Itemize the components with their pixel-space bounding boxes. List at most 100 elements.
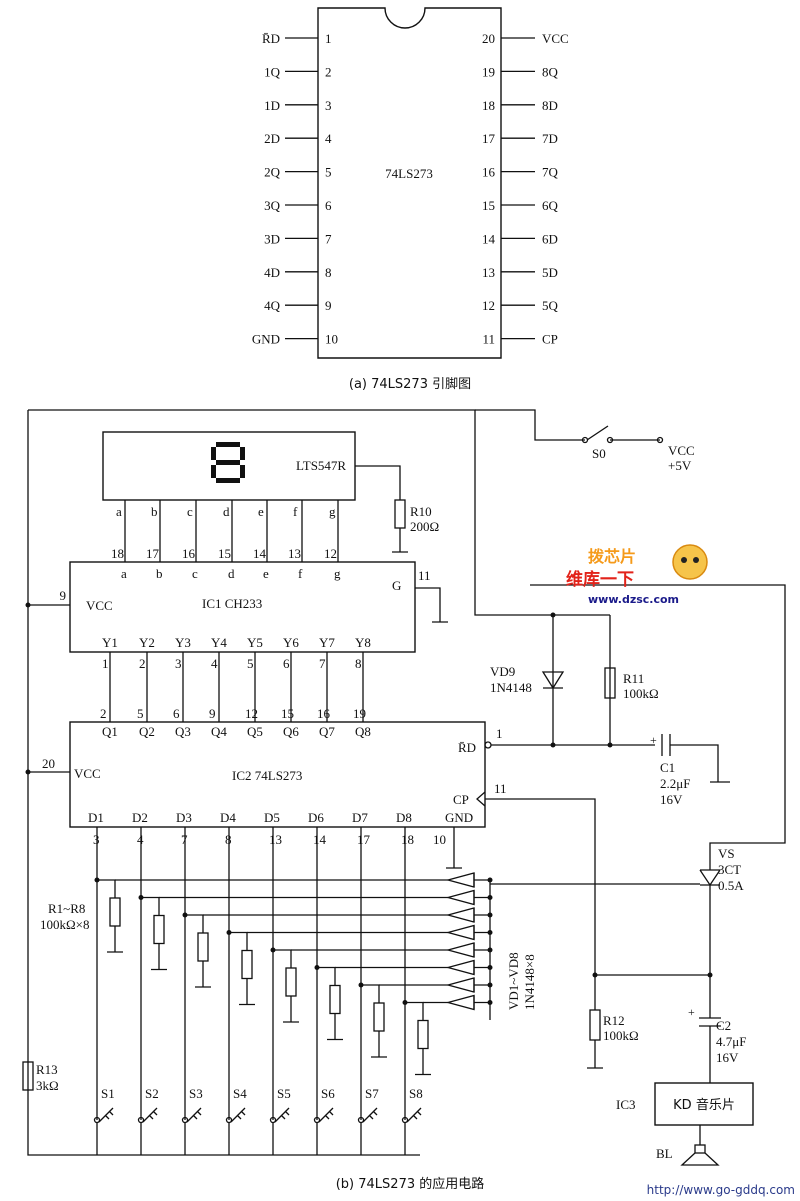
watermark-url: www.dzsc.com (588, 593, 679, 606)
ic2-q-label: Q2 (139, 724, 155, 739)
display-segment-label: f (293, 504, 298, 519)
capacitor-c1: + (650, 733, 730, 783)
ic2-q-pin-number: 19 (353, 706, 366, 721)
ic1-output-label: Y8 (355, 635, 371, 650)
caption-b: (b) 74LS273 的应用电路 (336, 1176, 485, 1192)
ic1-label: IC1 CH233 (202, 596, 262, 611)
ic2-q-pin-number: 15 (281, 706, 294, 721)
switch-contact (137, 1116, 145, 1124)
ic3-name: IC3 (616, 1097, 636, 1112)
ic2-q-label: Q1 (102, 724, 118, 739)
ic1-output-pin-number: 5 (247, 656, 254, 671)
resistor-r12 (589, 1009, 601, 1041)
r10-value: 200Ω (410, 519, 439, 534)
resistor-r11 (604, 667, 616, 699)
ic2-q-label: Q7 (319, 724, 335, 739)
pinout-left-pin-number: 9 (325, 298, 332, 313)
switch-label: S8 (409, 1086, 423, 1101)
switch-label: S4 (233, 1086, 247, 1101)
ic2-q-label: Q8 (355, 724, 371, 739)
ground-symbol (415, 1048, 431, 1076)
pinout-right-pin-number: 13 (482, 265, 495, 280)
pulldown-wire (317, 966, 336, 986)
r12-value: 100kΩ (603, 1028, 639, 1043)
mascot-icon (672, 544, 708, 580)
r13-value: 3kΩ (36, 1078, 59, 1093)
ic1-vcc-pin: 9 (60, 588, 67, 603)
diode-cathode (473, 943, 490, 957)
pinout-chip-label: 74LS273 (385, 166, 433, 181)
ic2-rd-pin: 1 (496, 726, 503, 741)
switch-label: S5 (277, 1086, 291, 1101)
push-switch-icon (274, 1107, 290, 1123)
pinout-caption: (a) 74LS273 引脚图 (349, 376, 471, 392)
pinout-left-pin-number: 8 (325, 265, 332, 280)
diode-triangle (445, 942, 475, 958)
pinout-left-pin-label: R̄D (262, 31, 280, 46)
pinout-chip-body (317, 7, 502, 359)
pinout-left-pin-number: 10 (325, 332, 338, 347)
pinout-right-pins: VCC208Q198D187D177Q166Q156D145D135Q12CP1… (482, 31, 569, 347)
pinout-right-pin-label: 8D (542, 98, 558, 113)
ground-symbol (151, 943, 167, 971)
ic2-d-label: D7 (352, 810, 368, 825)
diode-triangle (445, 889, 475, 906)
ic2-q-pin-number: 12 (245, 706, 258, 721)
pulldown-resistor (153, 914, 165, 945)
ic2-q-pin-number: 9 (209, 706, 216, 721)
ic2-d-pin-number: 18 (401, 832, 414, 847)
switch-label: S6 (321, 1086, 335, 1101)
push-switch-icon (362, 1107, 378, 1123)
c1-value: 2.2μF (660, 776, 690, 791)
watermark-text-main: 维库一下 (566, 569, 634, 590)
pinout-left-pin-label: 2D (264, 131, 280, 146)
pinout-right-pin-number: 18 (482, 98, 495, 113)
pinout-right-pin-label: 5D (542, 265, 558, 280)
push-switch-icon (230, 1107, 246, 1123)
switch-contact (357, 1116, 365, 1124)
push-switch-icon (406, 1107, 422, 1123)
c2-label: C2 (716, 1018, 731, 1033)
switch-contact (313, 1116, 321, 1124)
trigger-network: R12 100kΩ VS 3CT 0.5A + C2 4.7μF 16V KD … (485, 798, 754, 1166)
ic1-output-pin-number: 1 (102, 656, 109, 671)
ic2-vcc-pin: 20 (42, 756, 55, 771)
ic2-d-pin-number: 8 (225, 832, 232, 847)
pulldown-resistor (329, 984, 341, 1015)
r10-label: R10 (410, 504, 432, 519)
svg-text:+: + (688, 1005, 695, 1019)
diode-cathode (473, 890, 490, 905)
pinout-right-pin-number: 12 (482, 298, 495, 313)
speaker-icon (680, 1144, 720, 1166)
pinout-left-pin-label: 3D (264, 231, 280, 246)
ic2-q-label: Q5 (247, 724, 263, 739)
c2-voltage: 16V (716, 1050, 739, 1065)
display-segment-label: d (223, 504, 230, 519)
pulldown-resistor (373, 1002, 385, 1032)
display-label: LTS547R (296, 458, 346, 473)
ic1-input-label: d (228, 566, 235, 581)
ic1-output-label: Y5 (247, 635, 263, 650)
switch-contact (269, 1116, 277, 1124)
pinout-right-pin-number: 15 (482, 198, 495, 213)
watermark-text-top: 拨芯片 (588, 547, 636, 566)
pinout-right-pin-number: 17 (482, 131, 496, 146)
vcc-value: +5V (668, 458, 692, 473)
ic1-output-label: Y3 (175, 635, 191, 650)
ic1-output-pin-number: 8 (355, 656, 362, 671)
ic2-q-label: Q6 (283, 724, 299, 739)
pinout-right-pin-number: 16 (482, 165, 496, 180)
ic2-gnd-pin: 10 (433, 832, 446, 847)
diode-cathode (473, 925, 490, 940)
ic2-d-label: D6 (308, 810, 324, 825)
pulldown-wire (273, 949, 292, 968)
ic2-q-label: Q4 (211, 724, 227, 739)
ground-symbol (283, 996, 299, 1023)
display-segment-label: e (258, 504, 264, 519)
ic1-input-label: g (334, 566, 341, 581)
